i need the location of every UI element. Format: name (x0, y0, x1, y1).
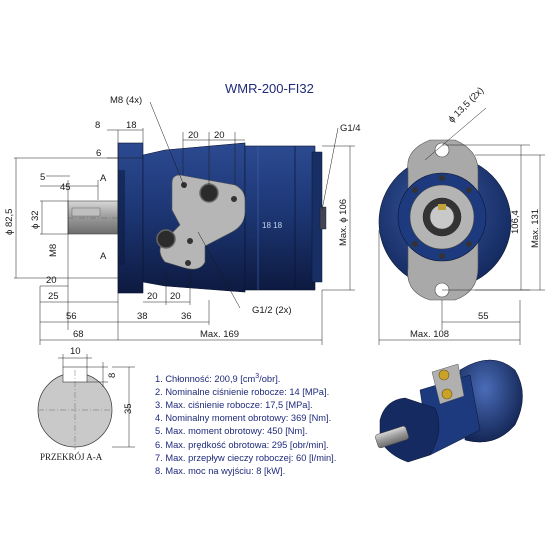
dim-20c: 20 (46, 275, 57, 286)
dim-20a: 20 (188, 130, 199, 141)
section-dim-10: 10 (70, 346, 81, 357)
iso-flange (379, 397, 440, 463)
callout-port-top: G1/4 (340, 123, 361, 134)
dim-max-phi-106: Max. ϕ 106 (338, 199, 349, 246)
dim-m8: M8 (48, 244, 59, 257)
gerotor-section (244, 145, 316, 291)
dim-20b: 20 (214, 130, 225, 141)
spec-line: 6. Max. prędkość obrotowa: 295 [obr/min]… (155, 439, 329, 450)
dim-68: 68 (73, 329, 84, 340)
dim-max-108: Max. 108 (410, 329, 449, 340)
section-a-a: 10 8 35 PRZEKRÓJ A-A (37, 346, 135, 462)
isometric-render (375, 359, 523, 463)
bolt-hole (231, 196, 237, 202)
spec-line: 4. Nominalny moment obrotowy: 369 [Nm]. (155, 413, 332, 424)
dim-25: 25 (48, 291, 59, 302)
dim-phi-825: ϕ 82,5 (4, 209, 15, 235)
iso-port-a (438, 369, 450, 381)
dim-max-169: Max. 169 (200, 329, 239, 340)
dim-1064: 106,4 (510, 210, 521, 234)
dim-55: 55 (478, 311, 489, 322)
callout-ports-bottom: G1/2 (2x) (252, 305, 292, 316)
section-mark-top: A (100, 173, 107, 184)
section-dim-35: 35 (123, 403, 134, 414)
spec-line: 8. Max. moc na wyjściu: 8 [kW]. (155, 465, 286, 476)
bolt-hole (187, 238, 193, 244)
section-dim-8: 8 (107, 373, 118, 378)
port-b (156, 229, 176, 249)
dim-5: 5 (40, 172, 45, 183)
spec-line: 3. Max. ciśnienie robocze: 17,5 [MPa]. (155, 400, 313, 411)
dim-6: 6 (96, 148, 101, 159)
dim-56: 56 (66, 311, 77, 322)
spec-list: 1. Chłonność: 200,9 [cm3/obr]. 2. Nomina… (155, 370, 365, 478)
spec-line: 1. Chłonność: 200,9 [cm3/obr]. (155, 373, 281, 385)
dim-8: 8 (95, 120, 100, 131)
dim-phi-32: ϕ 32 (30, 210, 41, 229)
section-mark-bottom: A (100, 251, 107, 262)
front-dimension-lines (378, 107, 545, 345)
drawing-title: WMR-200-FI32 (225, 81, 314, 96)
port-a (199, 183, 219, 203)
dim-45: 45 (60, 182, 71, 193)
spec-line: 7. Max. przepływ cieczy roboczej: 60 [l/… (155, 452, 337, 463)
side-dimension-lines (14, 101, 355, 345)
callout-bolts: M8 (4x) (110, 95, 142, 106)
mount-hole-top (434, 142, 450, 158)
side-view-labels: M8 (4x) G1/4 G1/2 (2x) 8 18 6 20 20 5 45… (4, 95, 361, 340)
side-view-motor: 18 18 (67, 142, 327, 294)
front-view-motor (378, 139, 512, 301)
section-label: PRZEKRÓJ A-A (40, 452, 103, 462)
port-plate (159, 174, 246, 270)
body-stamp: 18 18 (262, 221, 283, 230)
spec-line: 2. Nominalne ciśnienie robocze: 14 [MPa]… (155, 387, 330, 398)
dim-38: 38 (137, 311, 148, 322)
iso-shaft (375, 425, 409, 449)
dim-phi-135: ϕ 13,5 (2x) (446, 85, 486, 125)
dim-20d: 20 (147, 291, 158, 302)
dim-max-131: Max. 131 (530, 209, 541, 248)
spec-line: 5. Max. moment obrotowy: 450 [Nm]. (155, 426, 308, 437)
dim-20e: 20 (170, 291, 181, 302)
shaft-key (71, 207, 101, 217)
dim-18: 18 (126, 120, 137, 131)
output-shaft (67, 200, 119, 235)
dim-36: 36 (181, 311, 192, 322)
drain-plug (319, 206, 327, 230)
bolt-hole (185, 260, 191, 266)
iso-port-b (441, 388, 453, 400)
key-marker (438, 204, 446, 210)
